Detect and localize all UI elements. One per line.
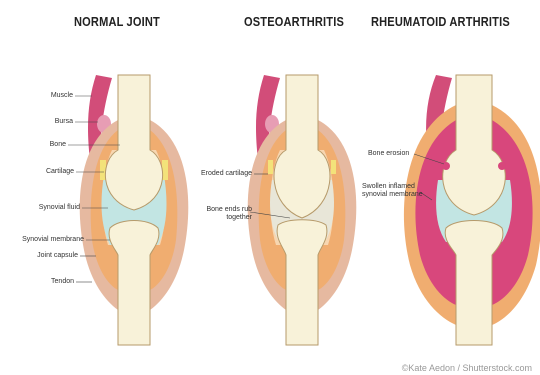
label-swollen-membrane: Swollen inflamed synovial membrane xyxy=(362,183,424,199)
label-bursa: Bursa xyxy=(55,118,73,126)
label-joint-capsule: Joint capsule xyxy=(37,252,78,260)
label-eroded-cartilage: Eroded cartilage xyxy=(201,170,252,178)
normal-joint-illustration xyxy=(80,75,189,345)
label-cartilage: Cartilage xyxy=(46,168,74,176)
label-synovial-fluid: Synovial fluid xyxy=(39,204,80,212)
image-credit: ©Kate Aedon / Shutterstock.com xyxy=(402,363,532,373)
osteo-eroded-cartilage xyxy=(268,160,273,174)
label-bone-erosion: Bone erosion xyxy=(368,150,409,158)
osteo-joint-illustration xyxy=(248,75,357,345)
label-muscle: Muscle xyxy=(51,92,73,100)
label-synovial-membrane: Synovial membrane xyxy=(22,236,84,244)
rheum-joint-illustration xyxy=(404,75,540,345)
label-tendon: Tendon xyxy=(51,278,74,286)
rheum-bone-erosion xyxy=(442,162,450,170)
label-bone-ends-rub: Bone ends rub together xyxy=(198,206,252,222)
label-bone: Bone xyxy=(50,141,66,149)
